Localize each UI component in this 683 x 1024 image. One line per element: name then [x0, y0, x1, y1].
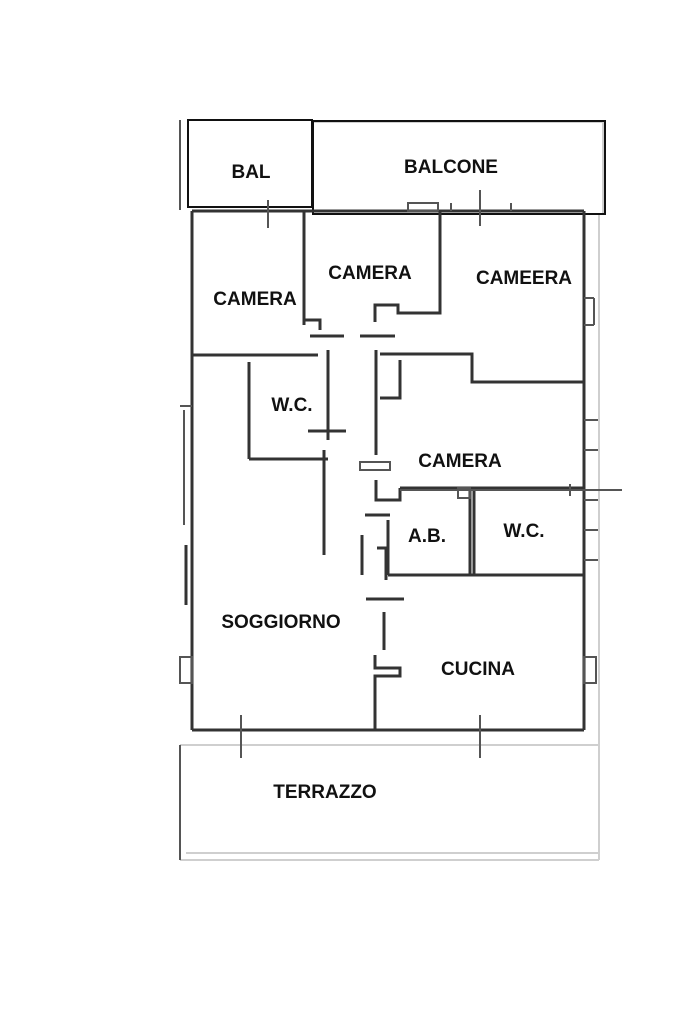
balcone-outline: [312, 120, 606, 215]
room-label-camera-mid: CAMERA: [418, 451, 502, 472]
room-label-camera-center: CAMERA: [328, 263, 412, 284]
interior-walls: [192, 211, 622, 730]
room-label-cameera: CAMEERA: [476, 268, 572, 289]
room-label-wc-left: W.C.: [271, 395, 312, 416]
room-label-cucina: CUCINA: [441, 659, 515, 680]
room-label-ab: A.B.: [408, 526, 446, 547]
room-label-terrazzo: TERRAZZO: [273, 782, 376, 803]
room-label-soggiorno: SOGGIORNO: [221, 612, 340, 633]
room-label-camera-left: CAMERA: [213, 289, 297, 310]
room-label-balcone: BALCONE: [404, 157, 498, 178]
room-labels: BAL BALCONE CAMERA CAMERA CAMEERA W.C. C…: [213, 157, 572, 803]
faint-lines: [180, 121, 604, 861]
room-label-wc-right: W.C.: [503, 521, 544, 542]
room-label-bal: BAL: [231, 162, 270, 183]
window-notches: [179, 120, 598, 860]
